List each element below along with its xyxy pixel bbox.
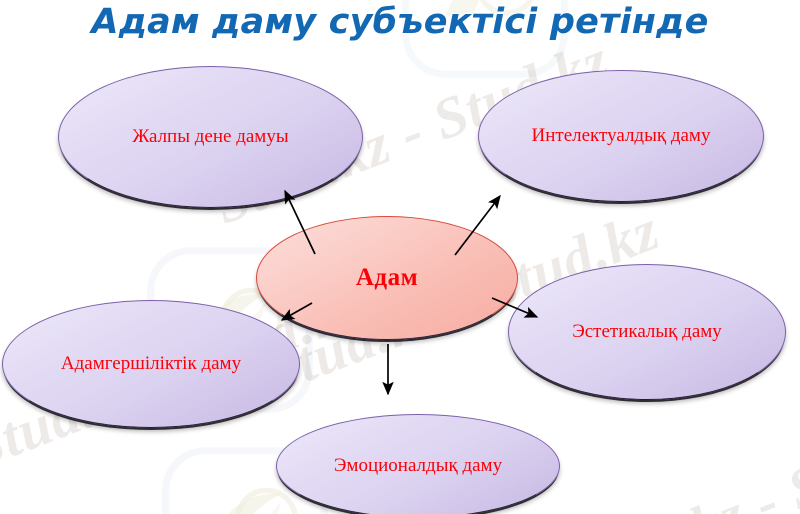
branch-node-label: Жалпы дене дамуы <box>132 125 289 147</box>
branch-node-physical-development[interactable]: Жалпы дене дамуы <box>58 66 363 208</box>
branch-node-label: Эмоционалдық даму <box>333 454 503 476</box>
branch-node-label: Адамгершіліктік даму <box>60 352 242 374</box>
branch-node-moral-development[interactable]: Адамгершіліктік даму <box>2 300 300 428</box>
center-node-human[interactable]: Адам <box>256 216 518 340</box>
branch-node-intellectual-development[interactable]: Интелектуалдық даму <box>478 70 764 202</box>
branch-node-label: Интелектуалдық даму <box>531 124 711 146</box>
branch-node-emotional-development[interactable]: Эмоционалдық даму <box>276 414 560 514</box>
center-node-label: Адам <box>355 264 419 292</box>
branch-node-label: Эстетикалық даму <box>572 320 722 342</box>
slide-title: Адам даму субъектісі ретінде <box>91 2 709 42</box>
branch-node-aesthetic-development[interactable]: Эстетикалық даму <box>508 264 786 400</box>
watermark-text: Stud.kz - Stud.kz <box>560 396 800 514</box>
